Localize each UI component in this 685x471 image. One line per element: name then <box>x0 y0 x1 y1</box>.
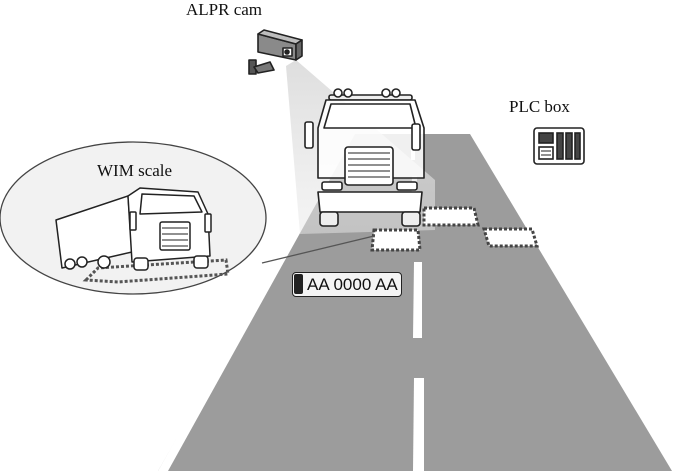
plate-country-strip <box>294 274 303 294</box>
wim-scale-label: WIM scale <box>97 161 173 180</box>
wim-callout <box>0 141 375 295</box>
alpr-cam-label: ALPR cam <box>186 0 263 19</box>
license-plate: AA 0000 AA <box>292 272 402 297</box>
alpr-camera-icon <box>248 29 303 75</box>
truck-front <box>304 88 425 227</box>
wim-pad-2 <box>422 206 480 227</box>
callout-leader-line <box>261 235 375 264</box>
wim-pad-3 <box>481 227 540 248</box>
plc-box-label: PLC box <box>509 97 570 116</box>
road-edge-right <box>470 134 685 471</box>
wim-pads <box>370 206 540 252</box>
plate-number: AA 0000 AA <box>307 275 398 294</box>
wim-scale-pad <box>82 258 230 284</box>
plc-box-icon <box>533 127 585 165</box>
wim-truck-icon <box>55 187 212 271</box>
wim-pad-1 <box>370 228 422 252</box>
